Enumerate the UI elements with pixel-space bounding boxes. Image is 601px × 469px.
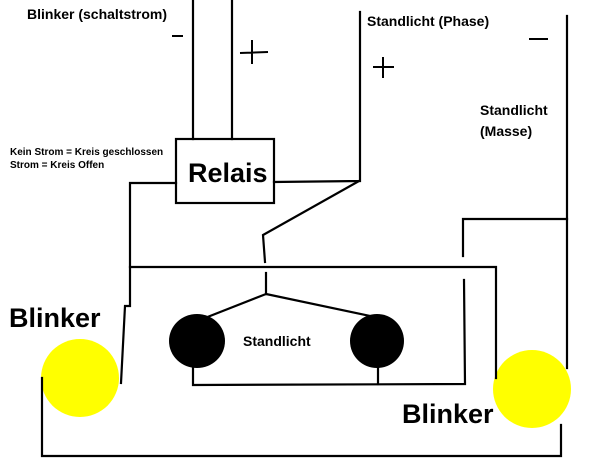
plus-sign-left (239, 40, 269, 64)
wire-relais-to-left-blinker (119, 181, 178, 385)
note-line-2: Strom = Kreis Offen (10, 160, 104, 171)
plus-sign-right (373, 57, 394, 78)
standlicht-lamp-left (169, 314, 225, 368)
label-standlicht-center: Standlicht (243, 333, 311, 349)
wire-bus-top (128, 265, 498, 380)
wire-to-standlicht-right (264, 292, 372, 318)
relais-label: Relais (188, 158, 268, 188)
wire-masse-crossover (461, 217, 569, 258)
blinker-lamp-right (493, 350, 571, 428)
label-standlicht-masse-2: (Masse) (480, 123, 532, 139)
blinker-lamp-left (41, 339, 119, 417)
wire-phase-to-switch (261, 179, 361, 264)
label-standlicht-masse-1: Standlicht (480, 102, 548, 118)
wire-standlicht-ground (191, 278, 467, 387)
label-standlicht-phase: Standlicht (Phase) (367, 13, 489, 29)
relais-box (174, 137, 276, 205)
label-blinker-left: Blinker (9, 303, 101, 333)
note-line-1: Kein Strom = Kreis geschlossen (10, 147, 163, 158)
label-blinker-right: Blinker (402, 399, 494, 429)
standlicht-lamp-right (350, 314, 404, 368)
wire-bottom-return (40, 376, 563, 458)
label-blinker-schaltstrom: Blinker (schaltstrom) (27, 6, 167, 22)
wire-standlicht-phase (272, 10, 362, 184)
wire-to-standlicht-left (203, 292, 268, 320)
